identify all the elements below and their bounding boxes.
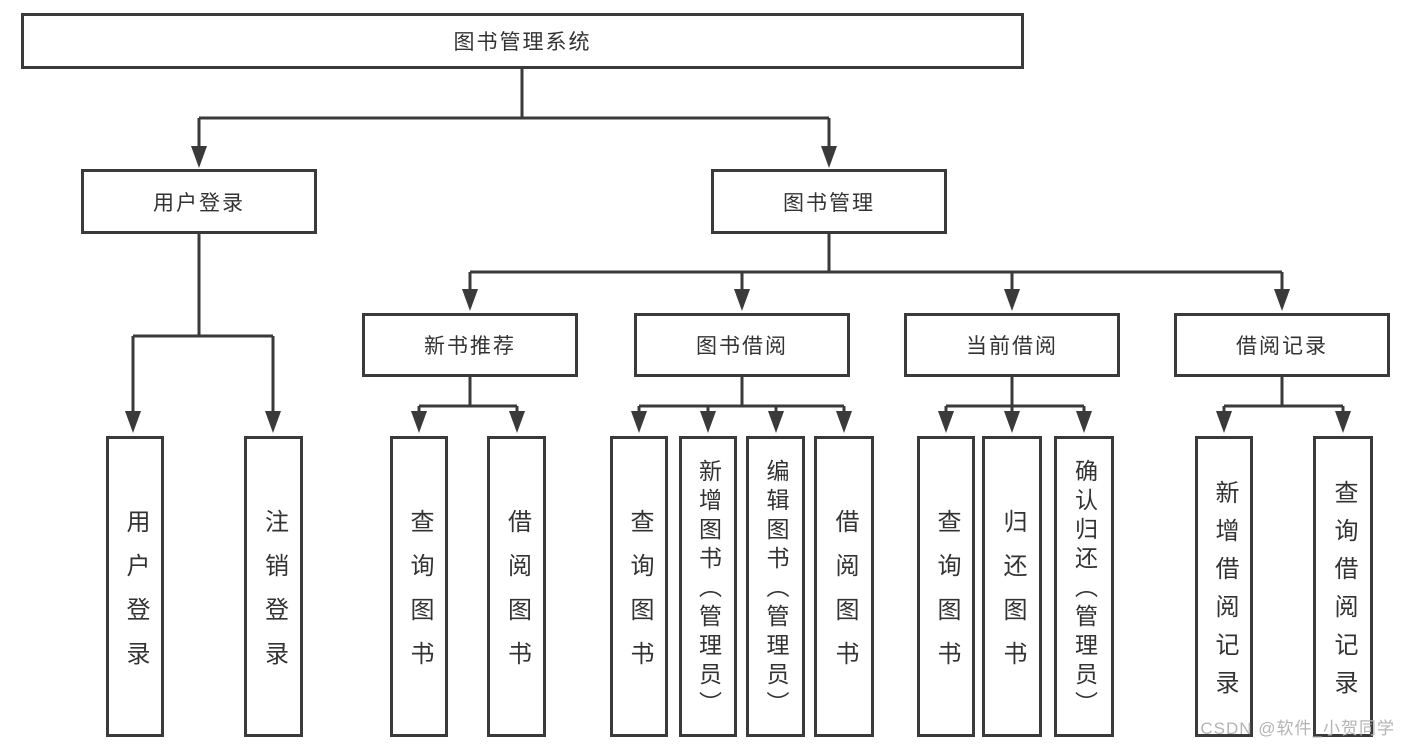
connector-new-book	[417, 377, 519, 411]
leaf-query-books-recommend-label: 查询图书	[406, 508, 433, 685]
arrowhead	[125, 411, 141, 433]
node-book-borrow-label: 图书借阅	[696, 335, 788, 358]
node-user-login-label: 用户登录	[153, 191, 245, 215]
node-book-borrow: 图书借阅	[634, 313, 850, 377]
node-borrow-records-label: 借阅记录	[1236, 335, 1328, 358]
leaf-user-login: 用户登录	[106, 436, 164, 737]
leaf-borrow-books-label: 借阅图书	[831, 508, 858, 685]
arrowhead	[734, 289, 750, 311]
leaf-logout-label: 注销登录	[260, 508, 288, 685]
node-book-management-label: 图书管理	[783, 191, 875, 215]
leaf-query-borrow-record-label: 查询借阅记录	[1330, 479, 1357, 708]
leaf-add-book-admin: 新增图书（管理员）	[679, 436, 737, 737]
leaf-borrow-books-recommend-label: 借阅图书	[503, 508, 531, 685]
arrowhead	[768, 411, 784, 433]
arrowhead	[411, 411, 427, 433]
leaf-borrow-books: 借阅图书	[814, 436, 874, 737]
leaf-return-book-label: 归还图书	[999, 508, 1026, 685]
leaf-query-books-borrow: 查询图书	[610, 436, 668, 737]
leaf-query-books-recommend: 查询图书	[390, 436, 448, 737]
arrowhead	[1274, 289, 1290, 311]
watermark: CSDN @软件_小贺同学	[1200, 719, 1395, 738]
node-new-book-recommend-label: 新书推荐	[424, 335, 516, 358]
arrowhead	[1004, 289, 1020, 311]
connector-book-management	[468, 234, 1284, 289]
arrowhead	[938, 411, 954, 433]
leaf-query-borrow-record: 查询借阅记录	[1313, 436, 1373, 737]
node-user-login: 用户登录	[81, 169, 317, 234]
node-root-label: 图书管理系统	[453, 31, 592, 54]
arrowhead	[836, 411, 852, 433]
leaf-logout: 注销登录	[244, 436, 303, 737]
arrowhead	[821, 146, 837, 168]
node-current-borrow-label: 当前借阅	[966, 335, 1058, 358]
leaf-edit-book-admin-label: 编辑图书（管理员）	[763, 459, 789, 720]
connector-book-borrow	[637, 377, 846, 411]
connector-root	[197, 69, 831, 146]
node-root: 图书管理系统	[21, 13, 1024, 69]
arrowhead	[509, 411, 525, 433]
arrowhead	[1335, 411, 1351, 433]
arrowhead	[265, 411, 281, 433]
node-new-book-recommend: 新书推荐	[362, 313, 578, 377]
arrowhead	[700, 411, 716, 433]
node-borrow-records: 借阅记录	[1174, 313, 1390, 377]
leaf-confirm-return-admin-label: 确认归还（管理员）	[1071, 459, 1098, 720]
leaf-query-books-borrow-label: 查询图书	[626, 508, 653, 685]
leaf-query-books-current: 查询图书	[917, 436, 975, 737]
arrowhead	[1004, 411, 1020, 433]
leaf-borrow-books-recommend: 借阅图书	[487, 436, 546, 737]
arrowhead	[1076, 411, 1092, 433]
leaf-query-books-current-label: 查询图书	[933, 508, 960, 685]
arrowhead	[1216, 411, 1232, 433]
leaf-add-borrow-record-label: 新增借阅记录	[1211, 479, 1238, 708]
node-current-borrow: 当前借阅	[904, 313, 1120, 377]
arrowhead	[191, 146, 207, 168]
connector-current-borrow	[944, 377, 1086, 411]
connector-user-login	[131, 234, 275, 411]
arrowhead	[631, 411, 647, 433]
leaf-add-borrow-record: 新增借阅记录	[1195, 436, 1253, 737]
leaf-edit-book-admin: 编辑图书（管理员）	[746, 436, 805, 737]
leaf-return-book: 归还图书	[982, 436, 1042, 737]
leaf-user-login-label: 用户登录	[122, 508, 149, 685]
leaf-add-book-admin-label: 新增图书（管理员）	[695, 459, 722, 720]
connector-borrow-records	[1222, 377, 1345, 411]
node-book-management: 图书管理	[711, 169, 947, 234]
leaf-confirm-return-admin: 确认归还（管理员）	[1054, 436, 1114, 737]
arrowhead	[462, 289, 478, 311]
